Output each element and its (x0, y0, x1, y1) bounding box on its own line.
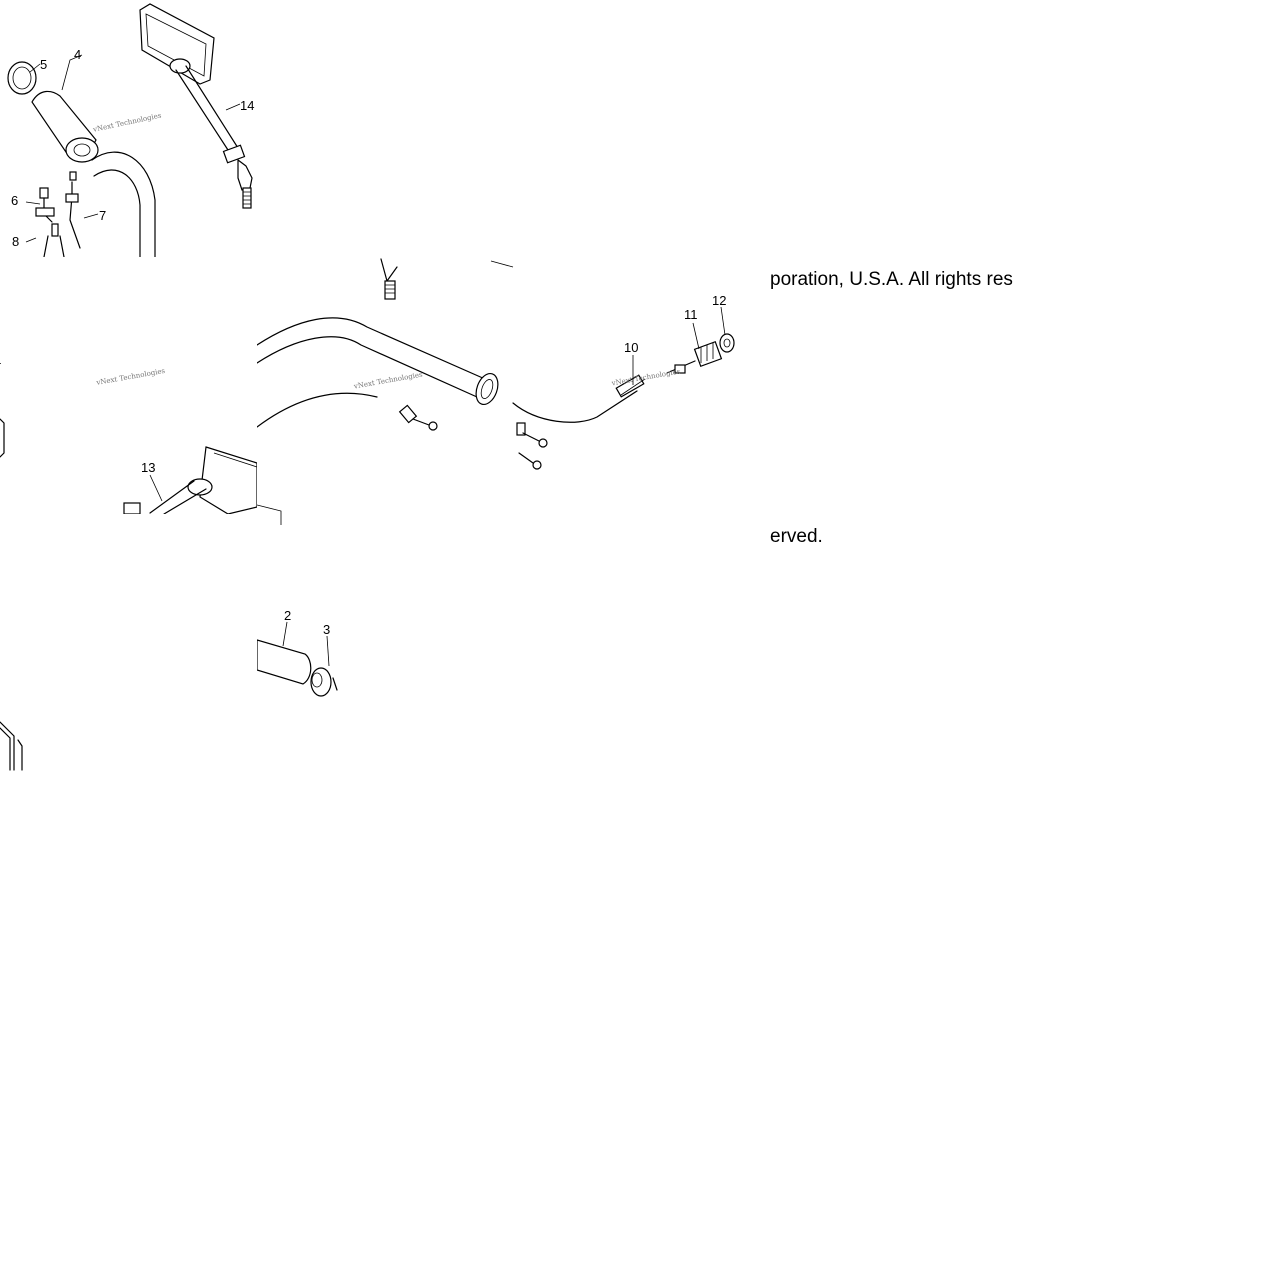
label-part-7: 7 (99, 208, 106, 223)
svg-text:vNext Technologies: vNext Technologies (91, 111, 162, 134)
label-part-13: 13 (141, 460, 155, 475)
watermark-left: vNext Technologies (95, 367, 166, 387)
diagram-tile-grip-and-mirror: vNext Technologies 5 4 14 6 7 8 (0, 0, 257, 257)
label-part-14: 14 (240, 98, 254, 113)
svg-text:vNext Technologies: vNext Technologies (352, 371, 423, 391)
grip-drawing (7, 61, 99, 163)
label-part-12: 12 (712, 293, 726, 308)
diagram-tile-left-mirror: 4 vNext Technologies 13 (0, 257, 257, 514)
diagram-grip-end-art: 2 3 (257, 608, 338, 697)
watermark-center: vNext Technologies (352, 371, 423, 391)
label-part-4-edge: 4 (0, 354, 1, 369)
diagram-tile-handlebar: vNext Technologies vNext Technologies 10… (257, 257, 771, 528)
label-part-5: 5 (40, 57, 47, 72)
label-part-2: 2 (284, 608, 291, 623)
svg-text:vNext Technologies: vNext Technologies (95, 367, 166, 387)
diagram-handlebar-art: vNext Technologies vNext Technologies 10… (257, 258, 735, 525)
watermark-top-left: vNext Technologies (91, 111, 162, 134)
label-part-4: 4 (74, 47, 81, 62)
label-part-8: 8 (12, 234, 19, 249)
diagram-grip-mirror-art: vNext Technologies 5 4 14 6 7 8 (7, 3, 254, 257)
svg-text:vNext Technologies: vNext Technologies (610, 367, 681, 387)
label-part-6: 6 (11, 193, 18, 208)
mirror-right-drawing (139, 3, 253, 209)
label-part-3: 3 (323, 622, 330, 637)
diagram-tile-grip-end: 2 3 (257, 600, 347, 700)
diagram-tile-mirror-fragment (0, 700, 30, 772)
copyright-line-2: erved. (770, 526, 823, 547)
cable-bits-drawing (35, 171, 81, 257)
label-part-10: 10 (624, 340, 638, 355)
diagram-left-mirror-art: 4 vNext Technologies 13 (0, 354, 257, 514)
label-part-11: 11 (684, 307, 698, 322)
watermark-right: vNext Technologies (610, 367, 681, 387)
diagram-mirror-fragment-art (0, 721, 23, 771)
mirror-left-drawing (123, 446, 257, 514)
copyright-line-1: poration, U.S.A. All rights res (770, 269, 1013, 290)
